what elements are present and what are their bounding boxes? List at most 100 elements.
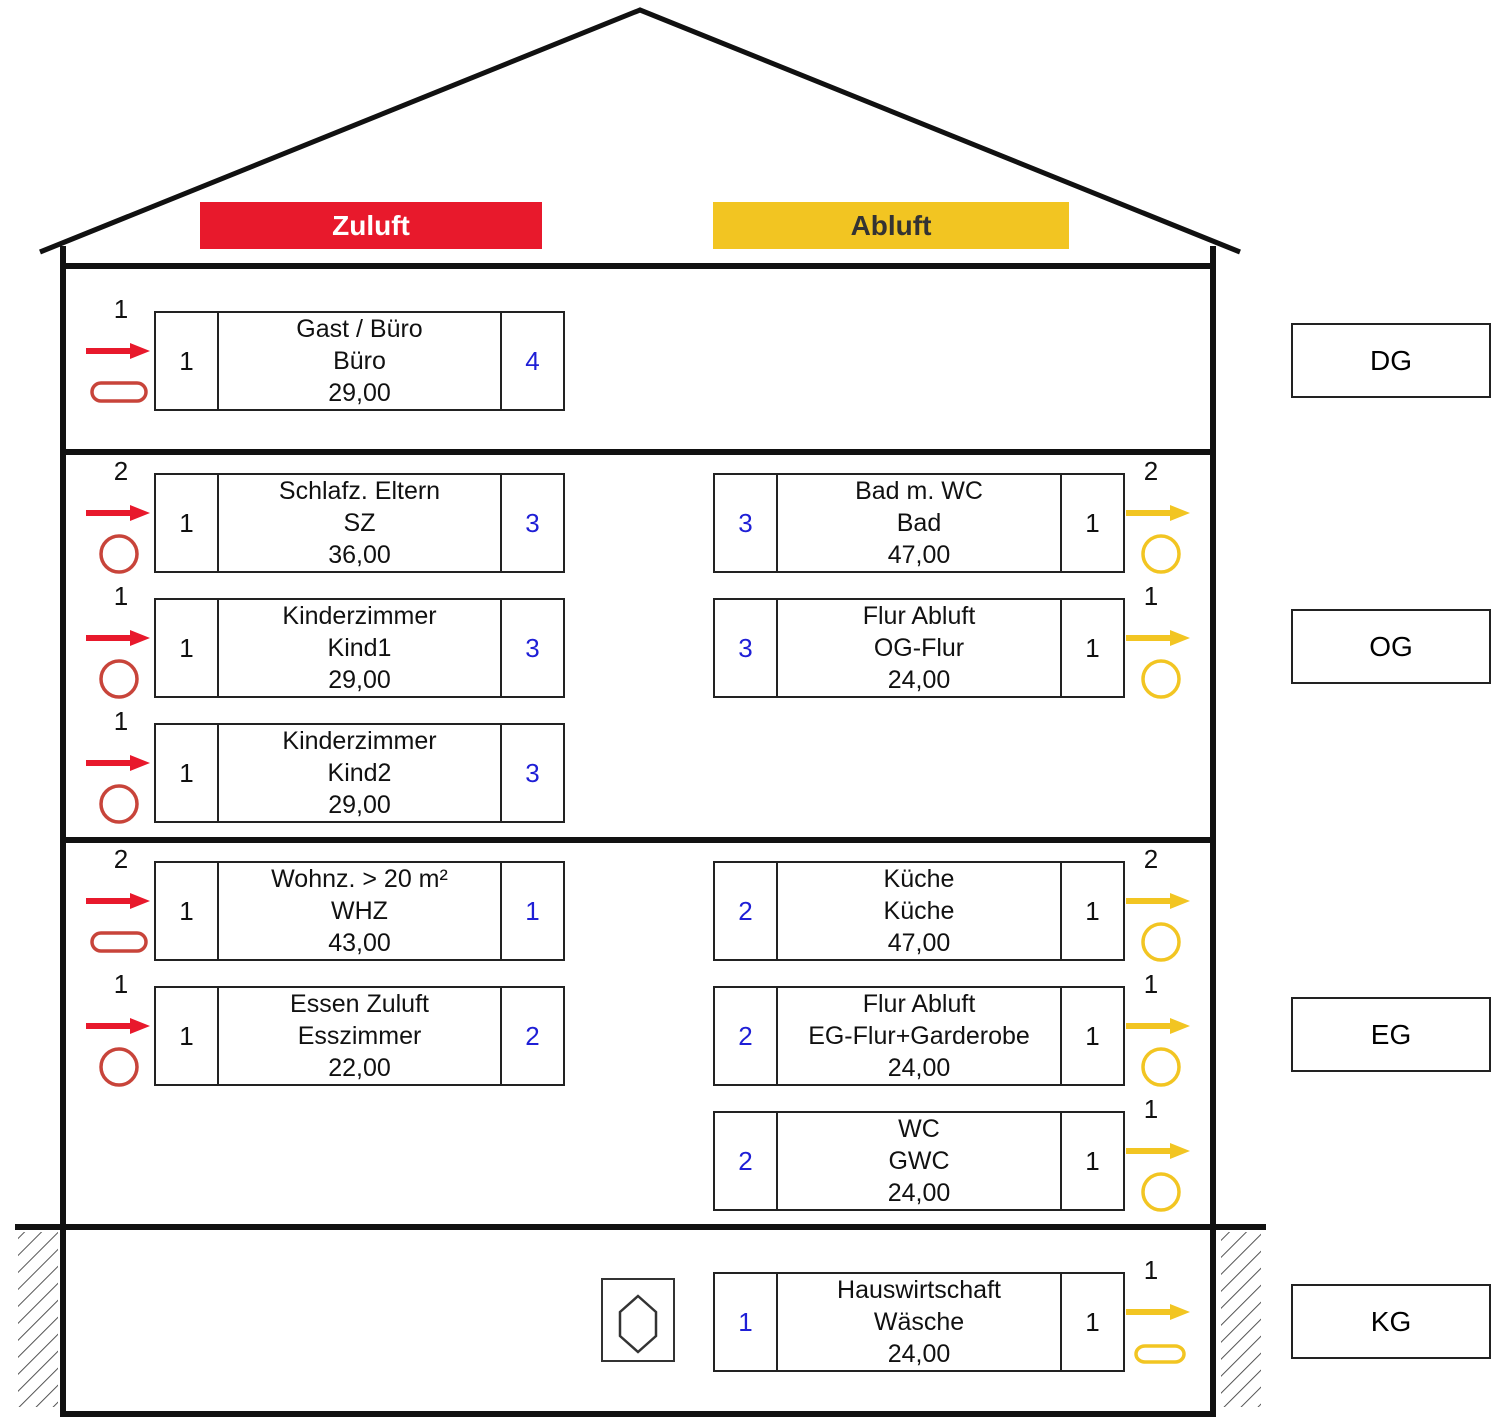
valve-count: 1	[113, 969, 129, 999]
floor-label-kg: KG	[1291, 1284, 1491, 1359]
room-code: OG-Flur	[873, 634, 965, 662]
outlet-count: 2	[738, 895, 753, 926]
valve-oval-icon	[90, 381, 148, 403]
valve-circle-icon	[1141, 1047, 1181, 1087]
room-code: Bad	[896, 509, 942, 537]
valve-circle-icon	[99, 784, 139, 824]
supply-arrow-icon	[86, 755, 150, 824]
outlet-count: 1	[179, 632, 194, 663]
room-code: WHZ	[331, 897, 388, 925]
room-name: Flur Abluft	[862, 602, 976, 630]
supply-arrow-icon	[86, 505, 150, 574]
flow-level: 3	[525, 757, 540, 788]
room-info: Bad m. WC Bad 47,00	[776, 475, 1062, 571]
valve-count: 1	[1143, 969, 1159, 999]
valve-count: 2	[1143, 844, 1159, 874]
valve-count: 2	[113, 456, 129, 486]
valve-count: 1	[1143, 1255, 1159, 1285]
room-name: Gast / Büro	[296, 315, 423, 343]
room-volume: 47,00	[887, 541, 951, 569]
room-name: Schlafz. Eltern	[278, 477, 441, 505]
outlet-count: 3	[738, 507, 753, 538]
valve-count: 2	[1143, 456, 1159, 486]
floor-label-dg: DG	[1291, 323, 1491, 398]
exhaust-arrow-icon	[1126, 1304, 1190, 1364]
exhaust-arrow-icon	[1126, 893, 1190, 962]
outlet-count: 1	[1085, 1306, 1100, 1337]
room-volume: 24,00	[887, 1340, 951, 1368]
ventilation-unit-icon	[618, 1294, 658, 1354]
valve-count: 1	[113, 294, 129, 324]
ventilation-unit	[601, 1278, 675, 1362]
room-name: Flur Abluft	[862, 990, 976, 1018]
room-code: EG-Flur+Garderobe	[808, 1022, 1030, 1050]
room-volume: 29,00	[328, 379, 391, 407]
legend-exhaust: Abluft	[713, 202, 1069, 249]
soil-hatch-right	[1221, 1232, 1261, 1407]
flow-level: 3	[525, 632, 540, 663]
flow-level: 3	[525, 507, 540, 538]
valve-count: 2	[113, 844, 129, 874]
outlet-count: 1	[1085, 1020, 1100, 1051]
outlet-count: 1	[738, 1306, 753, 1337]
supply-arrow-icon	[86, 630, 150, 699]
room-name: Küche	[883, 865, 955, 893]
soil-hatch-left	[18, 1232, 58, 1407]
outlet-count: 1	[179, 895, 194, 926]
flow-level: 1	[525, 895, 540, 926]
room-volume: 29,00	[328, 666, 391, 694]
room-name: Hauswirtschaft	[837, 1276, 1001, 1304]
room-volume: 47,00	[887, 929, 951, 957]
exhaust-arrow-icon	[1126, 1018, 1190, 1087]
room-name: Essen Zuluft	[290, 990, 429, 1018]
room-volume: 24,00	[887, 1054, 951, 1082]
flow-level: 4	[525, 345, 540, 376]
supply-arrow-icon	[86, 893, 150, 953]
valve-count: 1	[113, 581, 129, 611]
outlet-count: 1	[1085, 1145, 1100, 1176]
exhaust-arrow-icon	[1126, 505, 1190, 574]
outlet-count: 1	[179, 1020, 194, 1051]
room-code: Büro	[333, 347, 386, 375]
legend-supply: Zuluft	[200, 202, 542, 249]
room-code: Küche	[883, 897, 955, 925]
outlet-count: 1	[179, 757, 194, 788]
exhaust-arrow-icon	[1126, 1143, 1190, 1212]
room-volume: 29,00	[328, 791, 391, 819]
valve-circle-icon	[99, 1047, 139, 1087]
room-volume: 36,00	[328, 541, 391, 569]
room-name: Bad m. WC	[855, 477, 983, 505]
valve-count: 1	[1143, 1094, 1159, 1124]
roof	[39, 7, 1241, 255]
room-name: Kinderzimmer	[282, 602, 437, 630]
flow-level: 2	[525, 1020, 540, 1051]
valve-circle-icon	[1141, 1172, 1181, 1212]
room-name: Kinderzimmer	[282, 727, 437, 755]
outlet-count: 1	[1085, 895, 1100, 926]
room-volume: 24,00	[887, 666, 951, 694]
valve-circle-icon	[1141, 659, 1181, 699]
valve-circle-icon	[1141, 922, 1181, 962]
outlet-count: 3	[738, 632, 753, 663]
outlet-count: 2	[738, 1145, 753, 1176]
room-code: Esszimmer	[297, 1022, 422, 1050]
